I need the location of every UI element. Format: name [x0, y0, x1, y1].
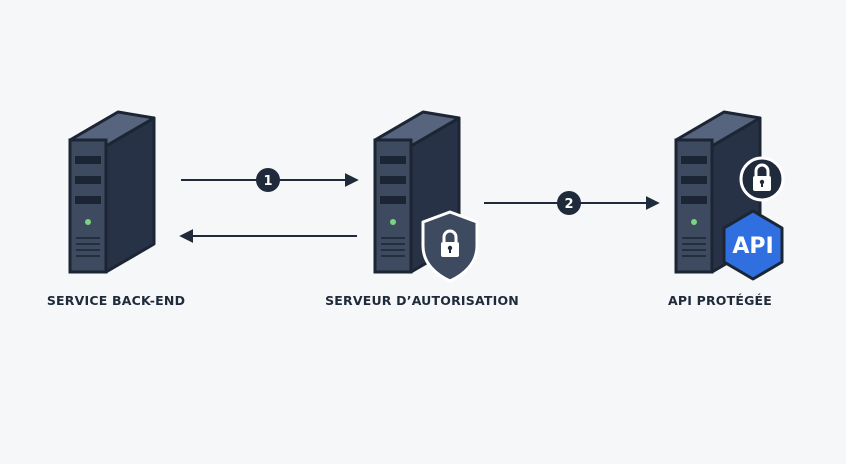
api-badge-text: API	[732, 234, 773, 259]
step-2-badge	[557, 191, 581, 215]
arrow-step-1: 1	[181, 168, 359, 192]
node-label-auth: SERVEUR D’AUTORISATION	[325, 293, 519, 308]
node-label-api: API PROTÉGÉE	[667, 293, 773, 308]
server-backend-icon	[68, 110, 156, 274]
shield-lock-icon	[421, 210, 479, 283]
step-1-badge	[256, 168, 280, 192]
step-1-number: 1	[263, 174, 272, 189]
step-2-number: 2	[564, 197, 573, 212]
lock-icon	[739, 156, 785, 202]
hexagon-api-icon: API	[722, 209, 784, 281]
node-label-backend: SERVICE BACK-END	[46, 293, 186, 308]
arrow-step-2: 2	[484, 191, 660, 215]
